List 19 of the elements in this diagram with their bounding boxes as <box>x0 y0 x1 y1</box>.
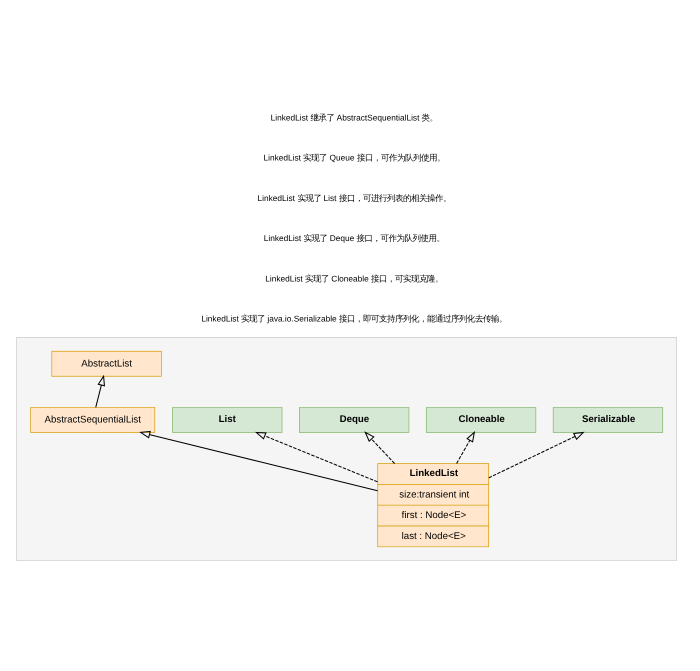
arrow <box>254 431 378 482</box>
label: LinkedList 实现了 java.io.Serializable 接口，即可支持序列化，能通过序列化去传输。 <box>201 313 507 324</box>
node-box: List <box>172 406 282 432</box>
cluster <box>16 336 677 561</box>
label: LinkedList 实现了 List 接口，可进行列表的相关操作。 <box>258 192 451 202</box>
arrow <box>364 430 395 464</box>
node-box: Cloneable <box>426 406 536 432</box>
node-box: Serializable <box>552 406 664 432</box>
node-box: Deque <box>299 406 410 432</box>
label: LinkedList 实现了 Deque 接口，可作为队列使用。 <box>264 232 445 243</box>
arrow <box>139 430 378 491</box>
node-box: AbstractSequentialList <box>30 406 156 432</box>
arrow <box>95 374 106 407</box>
label: LinkedList 实现了 Cloneable 接口，可实现克隆。 <box>265 272 444 283</box>
arrow <box>488 431 585 478</box>
arrow <box>456 430 476 464</box>
label: LinkedList 实现了 Queue 接口，可作为队列使用。 <box>263 152 445 162</box>
label: LinkedList 继承了 AbstractSequentialList 类。 <box>270 112 438 122</box>
node-box: AbstractList <box>51 350 162 376</box>
